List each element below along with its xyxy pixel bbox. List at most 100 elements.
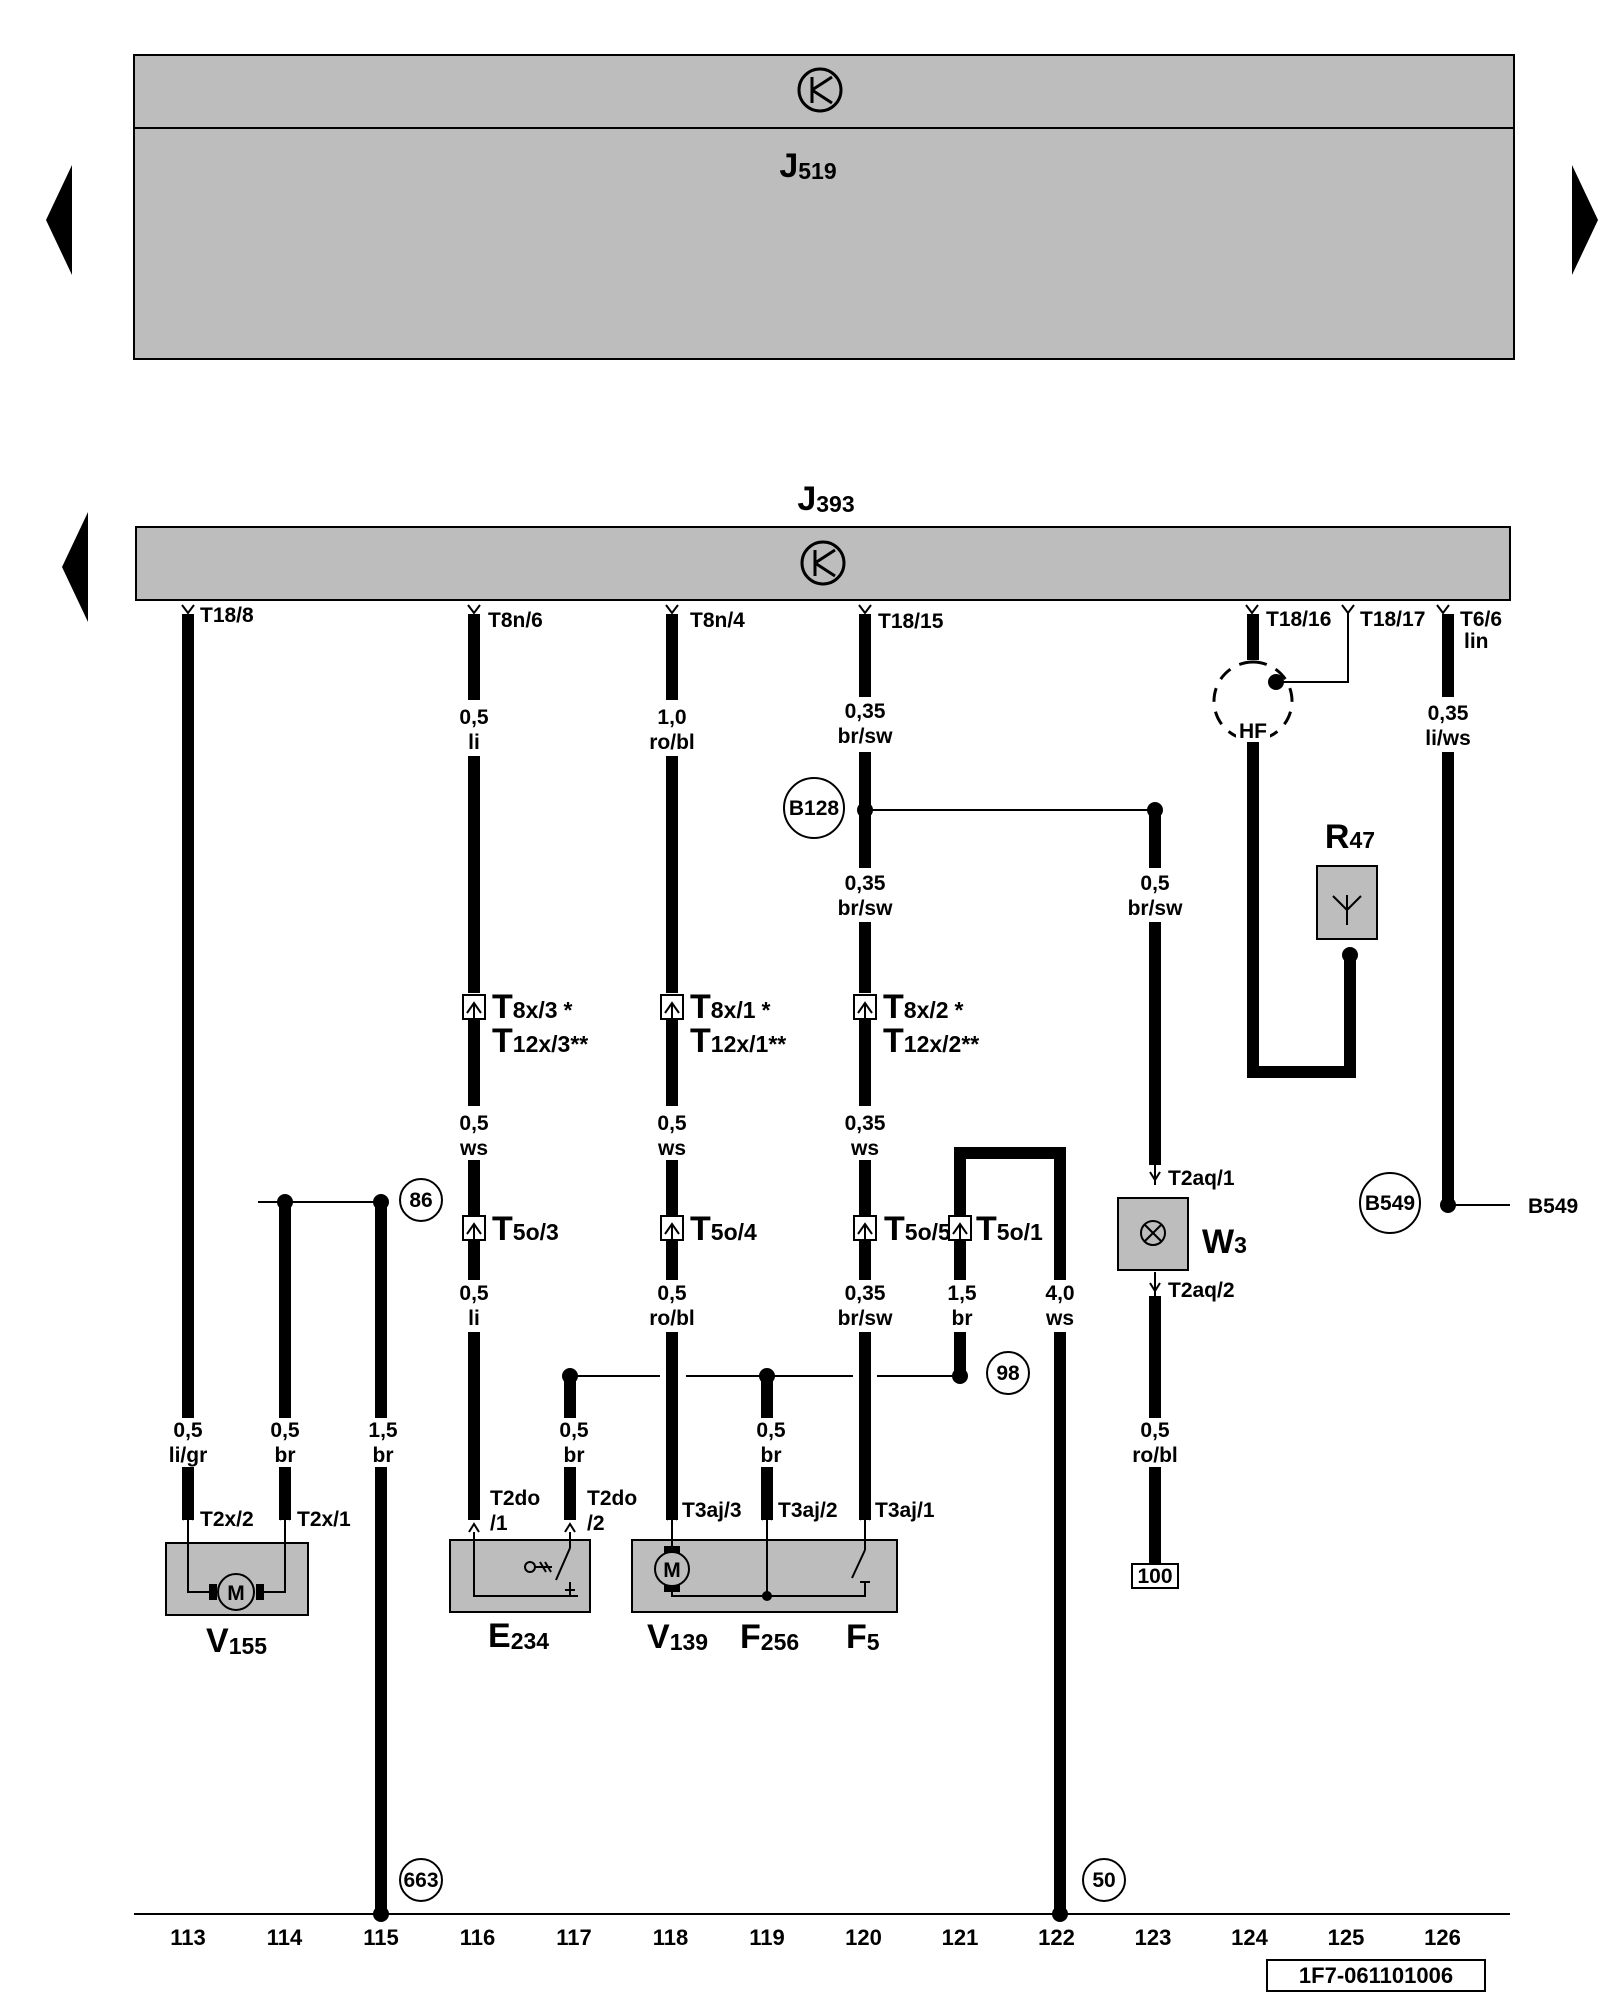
- connector-icon: [462, 994, 877, 1020]
- control-unit-icon: [800, 540, 846, 586]
- svg-text:0,35: 0,35: [845, 1112, 886, 1135]
- svg-text:0,5: 0,5: [173, 1419, 203, 1442]
- column-number: 122: [1038, 1925, 1075, 1950]
- svg-text:T8x/2*: T8x/2*: [883, 988, 964, 1026]
- column-number: 115: [363, 1925, 399, 1950]
- module-j393-label: J393: [797, 480, 854, 518]
- component-r47: R47: [1316, 818, 1378, 940]
- svg-text:R47: R47: [1325, 818, 1375, 856]
- module-j519-label: J519: [779, 147, 836, 185]
- svg-text:T3aj/1: T3aj/1: [875, 1499, 935, 1522]
- column-number: 114: [267, 1925, 303, 1950]
- svg-text:ro/bl: ro/bl: [649, 1307, 695, 1330]
- ref-100: 100: [1137, 1565, 1172, 1588]
- svg-text:br: br: [373, 1444, 394, 1467]
- svg-text:T8x/3*: T8x/3*: [492, 988, 573, 1026]
- pin-label: T8n/6: [488, 609, 543, 632]
- svg-text:/1: /1: [490, 1512, 508, 1535]
- svg-text:0,5: 0,5: [657, 1112, 687, 1135]
- svg-text:0,5: 0,5: [559, 1419, 589, 1442]
- svg-text:br/sw: br/sw: [838, 1307, 894, 1330]
- column-number: 120: [845, 1925, 882, 1950]
- svg-text:ro/bl: ro/bl: [649, 731, 695, 754]
- svg-text:T12x/2**: T12x/2**: [883, 1022, 979, 1060]
- inline-connectors-t5o: T5o/3 T5o/4 T5o/5 T5o/1: [462, 1210, 1043, 1248]
- inline-connectors-t8x: T8x/3* T12x/3** T8x/1* T12x/1** T8x/2* T…: [462, 988, 979, 1060]
- lamp-icon: [1140, 1220, 1166, 1246]
- svg-text:0,5: 0,5: [1140, 872, 1170, 895]
- column-number: 126: [1424, 1925, 1461, 1950]
- column-number: 116: [460, 1925, 496, 1950]
- svg-text:0,5: 0,5: [270, 1419, 300, 1442]
- switch-icon: [524, 1547, 575, 1596]
- svg-text:ws: ws: [850, 1137, 879, 1160]
- pin-label: T18/16: [1266, 608, 1331, 631]
- svg-text:ws: ws: [1045, 1307, 1074, 1330]
- svg-text:0,5: 0,5: [756, 1419, 786, 1442]
- reference-circles: 86 98 663 50 100: [399, 1178, 1179, 1902]
- svg-text:br/sw: br/sw: [838, 725, 894, 748]
- svg-text:li/gr: li/gr: [169, 1444, 208, 1467]
- svg-text:br/sw: br/sw: [1128, 897, 1184, 920]
- svg-text:T5o/5: T5o/5: [884, 1210, 951, 1248]
- column-number: 121: [942, 1925, 979, 1950]
- svg-text:br/sw: br/sw: [838, 897, 894, 920]
- svg-text:0,5: 0,5: [459, 1112, 489, 1135]
- svg-text:T2aq/1: T2aq/1: [1168, 1167, 1235, 1190]
- svg-text:T3aj/3: T3aj/3: [682, 1499, 742, 1522]
- svg-text:T2x/2: T2x/2: [200, 1508, 254, 1531]
- svg-text:M: M: [663, 1559, 681, 1582]
- svg-text:M: M: [227, 1582, 245, 1605]
- svg-text:T5o/1: T5o/1: [976, 1210, 1043, 1248]
- motor-icon: M: [209, 1573, 264, 1611]
- svg-text:0,5: 0,5: [459, 1282, 489, 1305]
- module-j519: J519: [133, 54, 1515, 360]
- ref-663: 663: [403, 1869, 438, 1892]
- pin-label: T18/17: [1360, 608, 1425, 631]
- svg-text:br: br: [275, 1444, 296, 1467]
- column-number: 124: [1231, 1925, 1268, 1950]
- previous-page-arrow-lower[interactable]: [62, 512, 88, 622]
- svg-text:ws: ws: [459, 1137, 488, 1160]
- footer-code-box: 1F7-061101006: [1266, 1959, 1486, 1992]
- svg-text:F256: F256: [740, 1618, 799, 1656]
- antenna-icon: [1332, 895, 1362, 925]
- ref-50: 50: [1092, 1869, 1115, 1892]
- next-page-arrow[interactable]: [1572, 165, 1598, 275]
- svg-text:0,35: 0,35: [845, 1282, 886, 1305]
- ground-point-b128: B128: [789, 797, 840, 820]
- column-number: 125: [1328, 1925, 1365, 1950]
- footer-code: 1F7-061101006: [1299, 1963, 1453, 1988]
- svg-text:E234: E234: [488, 1617, 549, 1655]
- svg-text:1,5: 1,5: [368, 1419, 398, 1442]
- svg-text:T12x/1**: T12x/1**: [690, 1022, 786, 1060]
- svg-text:V139: V139: [647, 1618, 708, 1656]
- svg-text:1,5: 1,5: [947, 1282, 977, 1305]
- svg-text:li/ws: li/ws: [1425, 727, 1471, 750]
- connector-icon: [462, 1215, 972, 1241]
- wire-labels: 0,5 li 1,0 ro/bl 0,35 br/sw 0,35 br/sw 0…: [165, 700, 1474, 1467]
- ground-point-b549: B549: [1365, 1192, 1415, 1215]
- junction-dots: [277, 674, 1456, 1922]
- svg-text:T8x/1*: T8x/1*: [690, 988, 771, 1026]
- previous-page-arrow[interactable]: [46, 165, 72, 275]
- svg-text:0,5: 0,5: [657, 1282, 687, 1305]
- svg-text:T2do: T2do: [587, 1487, 637, 1510]
- svg-text:br: br: [761, 1444, 782, 1467]
- ref-98: 98: [996, 1362, 1020, 1385]
- hf-antenna-connector: HF: [1212, 660, 1294, 743]
- svg-text:ws: ws: [657, 1137, 686, 1160]
- ground-points: B128 B549 B549: [783, 777, 1578, 1234]
- svg-text:T12x/3**: T12x/3**: [492, 1022, 588, 1060]
- component-e234: T2do /1 T2do /2 E234: [449, 1487, 637, 1655]
- component-w3: T2aq/1 T2aq/2 W3: [1117, 1167, 1247, 1302]
- control-unit-icon: [797, 67, 843, 113]
- pin-label: T6/6: [1460, 608, 1502, 631]
- svg-text:br: br: [564, 1444, 585, 1467]
- svg-text:0,5: 0,5: [1140, 1419, 1170, 1442]
- svg-text:4,0: 4,0: [1045, 1282, 1074, 1305]
- svg-text:li: li: [468, 1307, 480, 1330]
- svg-text:F5: F5: [846, 1618, 880, 1656]
- svg-text:T3aj/2: T3aj/2: [778, 1499, 838, 1522]
